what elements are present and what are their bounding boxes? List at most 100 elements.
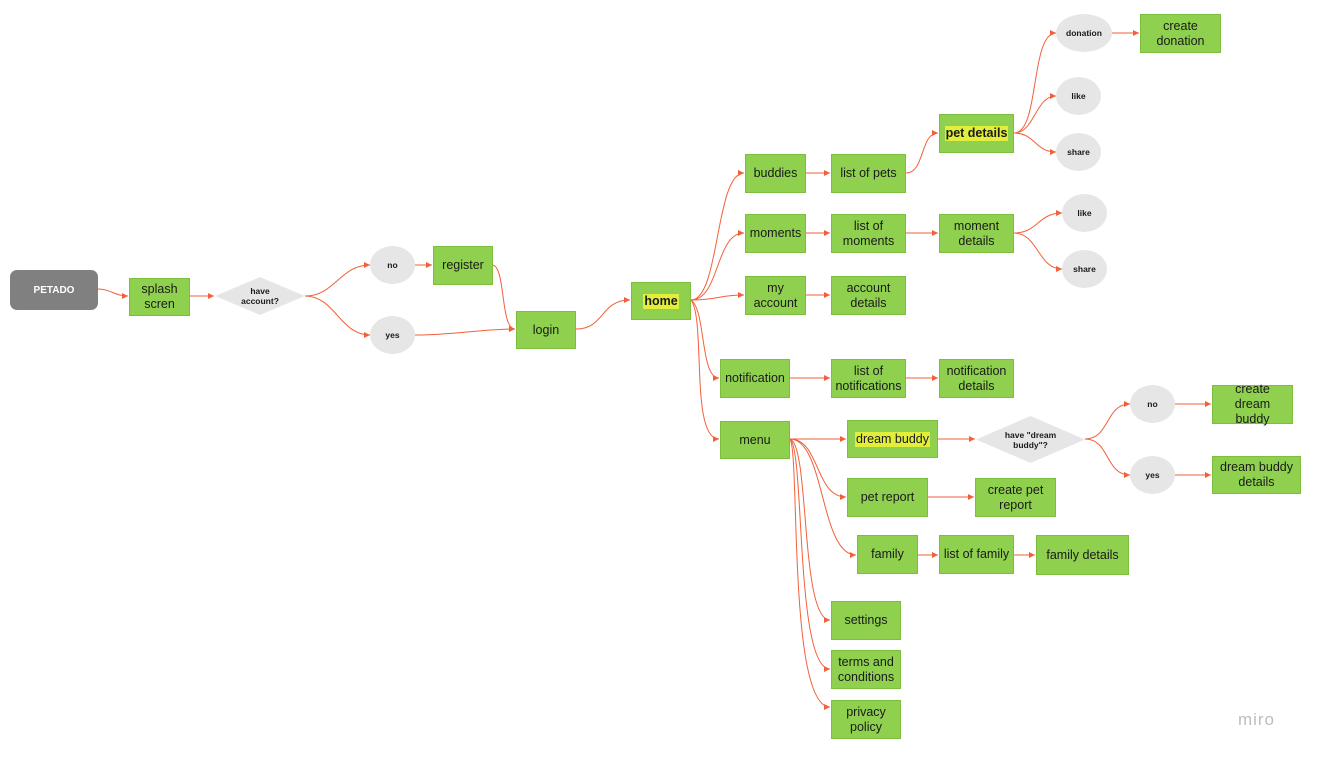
- edge-petado-splash: [97, 288, 129, 299]
- edge-have-dream-no: [1084, 401, 1131, 440]
- node-list-of-family: list of family: [939, 535, 1014, 574]
- node-notification: notification: [720, 359, 790, 398]
- my-account-label: my account: [753, 280, 798, 310]
- node-settings: settings: [831, 601, 901, 640]
- edge-menu-terms: [789, 438, 831, 672]
- petado-start: PETADO: [10, 270, 98, 310]
- create-dream-buddy-label: create dream buddy: [1234, 382, 1271, 426]
- node-privacy-policy: privacy policy: [831, 700, 901, 739]
- node-like-2: like: [1062, 194, 1107, 232]
- moment-details-label: moment details: [953, 218, 1000, 248]
- edge-login-home: [575, 297, 631, 330]
- share-2-label: share: [1073, 264, 1096, 274]
- buddies-label: buddies: [753, 166, 798, 180]
- node-login: login: [516, 311, 576, 349]
- node-my-account: my account: [745, 276, 806, 315]
- edge-yes-login: [414, 326, 516, 336]
- node-no-1: no: [370, 246, 415, 284]
- notification-label: notification: [725, 371, 785, 385]
- node-list-of-notifications: list of notifications: [831, 359, 906, 398]
- donation-label: donation: [1066, 28, 1102, 38]
- create-donation-label: create donation: [1156, 18, 1205, 48]
- have-account-label: have account?: [241, 286, 279, 306]
- petado-label: PETADO: [33, 284, 75, 296]
- no-2-label: no: [1147, 399, 1158, 409]
- list-of-family-label: list of family: [943, 547, 1010, 561]
- family-details-label: family details: [1046, 547, 1119, 562]
- node-family: family: [857, 535, 918, 574]
- node-create-dream-buddy: create dream buddy: [1212, 382, 1293, 426]
- edge-home-my-account: [690, 292, 745, 301]
- edge-menu-privacy: [789, 438, 831, 710]
- list-of-moments-label: list of moments: [842, 218, 895, 248]
- edge-pet-details-like: [1013, 93, 1057, 134]
- edge-list-of-pets-pet-details: [905, 130, 939, 174]
- edge-pet-details-donation: [1013, 30, 1057, 134]
- dream-buddy-label: dream buddy: [855, 431, 930, 447]
- edge-menu-family: [789, 438, 857, 558]
- node-share-1: share: [1056, 133, 1101, 171]
- edge-menu-settings: [789, 438, 831, 623]
- have-dream-buddy-label: have "dream buddy"?: [1004, 429, 1057, 450]
- node-pet-details: pet details: [939, 114, 1014, 153]
- edge-have-account-no: [304, 262, 371, 297]
- yes-1-label: yes: [385, 330, 400, 340]
- node-list-of-moments: list of moments: [831, 214, 906, 253]
- node-account-details: account details: [831, 276, 906, 315]
- terms-label: terms and conditions: [837, 654, 895, 684]
- edge-home-buddies: [690, 170, 745, 301]
- node-family-details: family details: [1036, 535, 1129, 575]
- edge-home-moments: [690, 230, 745, 301]
- list-of-notifications-label: list of notifications: [835, 363, 902, 393]
- like-1-label: like: [1071, 91, 1086, 101]
- share-1-label: share: [1067, 147, 1090, 157]
- edge-register-login: [491, 264, 516, 332]
- splash-label: splash scren: [141, 282, 178, 311]
- pet-details-label: pet details: [944, 126, 1009, 141]
- edge-moment-details-like: [1013, 210, 1063, 234]
- edge-have-account-yes: [304, 295, 371, 338]
- menu-label: menu: [739, 432, 771, 447]
- miro-watermark: miro: [1237, 710, 1275, 729]
- node-create-donation: create donation: [1140, 14, 1221, 53]
- moments-label: moments: [749, 226, 802, 240]
- privacy-label: privacy policy: [846, 704, 886, 734]
- edge-home-notification: [690, 299, 720, 381]
- node-no-2: no: [1130, 385, 1175, 423]
- node-register: register: [433, 246, 493, 285]
- node-share-2: share: [1062, 250, 1107, 288]
- no-1-label: no: [387, 260, 398, 270]
- node-like-1: like: [1056, 77, 1101, 115]
- settings-label: settings: [844, 613, 888, 627]
- node-dream-buddy-details: dream buddy details: [1212, 456, 1301, 494]
- list-of-pets-label: list of pets: [840, 166, 897, 180]
- home-label: home: [643, 293, 679, 309]
- dream-buddy-details-label: dream buddy details: [1220, 460, 1293, 489]
- edge-home-menu: [690, 299, 720, 442]
- edge-have-dream-yes: [1084, 438, 1131, 478]
- register-label: register: [442, 258, 484, 272]
- pet-report-label: pet report: [860, 490, 915, 504]
- create-pet-report-label: create pet report: [987, 482, 1044, 512]
- decision-have-dream-buddy: have "dream buddy"?: [976, 416, 1085, 463]
- node-list-of-pets: list of pets: [831, 154, 906, 193]
- decision-have-account: have account?: [215, 277, 305, 315]
- node-splash-screen: splash scren: [129, 278, 190, 316]
- like-2-label: like: [1077, 208, 1092, 218]
- edge-menu-pet-report: [789, 438, 847, 500]
- notification-details-label: notification details: [946, 363, 1007, 393]
- node-moments: moments: [745, 214, 806, 253]
- node-notification-details: notification details: [939, 359, 1014, 398]
- login-label: login: [532, 322, 560, 337]
- edge-pet-details-share: [1013, 132, 1057, 155]
- node-home: home: [631, 282, 691, 320]
- node-menu: menu: [720, 421, 790, 459]
- node-yes-2: yes: [1130, 456, 1175, 494]
- node-moment-details: moment details: [939, 214, 1014, 253]
- node-dream-buddy: dream buddy: [847, 420, 938, 458]
- node-create-pet-report: create pet report: [975, 478, 1056, 517]
- edge-moment-details-share: [1013, 232, 1063, 272]
- node-yes-1: yes: [370, 316, 415, 354]
- node-buddies: buddies: [745, 154, 806, 193]
